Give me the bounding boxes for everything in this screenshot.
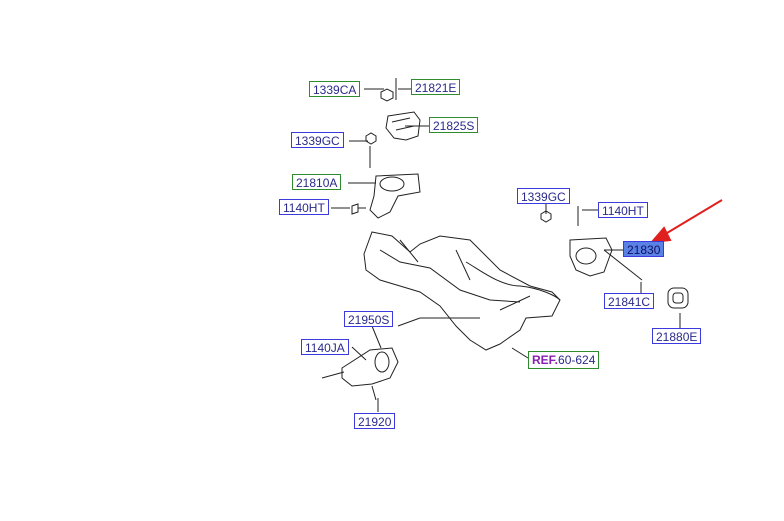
leader-line	[397, 317, 421, 327]
part-label-1140ht-right[interactable]: 1140HT	[598, 202, 648, 218]
bolt-drawing	[371, 385, 377, 401]
roll-rod-drawing	[341, 347, 399, 387]
reference-number: 60-624	[558, 353, 596, 367]
part-label-1339gc-left[interactable]: 1339GC	[291, 132, 344, 148]
mount-bushing-drawing	[575, 247, 597, 265]
part-label-21841c[interactable]: 21841C	[604, 293, 655, 309]
roll-rod-bushing	[374, 351, 390, 373]
nut-drawing	[380, 88, 394, 102]
mount-bracket-detail	[391, 117, 415, 131]
reference-label[interactable]: REF.60-624	[528, 351, 600, 369]
engine-mount-drawing	[369, 173, 421, 219]
transmission-mount-drawing	[569, 237, 613, 277]
part-label-21821e[interactable]: 21821E	[411, 79, 461, 95]
mount-bushing-drawing	[379, 176, 405, 192]
part-label-21825s[interactable]: 21825S	[429, 117, 479, 133]
reference-prefix: REF.	[532, 353, 559, 367]
mount-bracket-drawing	[385, 111, 421, 141]
leader-line	[511, 347, 529, 359]
part-label-21880e[interactable]: 21880E	[652, 328, 702, 344]
nut-drawing	[365, 132, 377, 145]
part-label-1339ca[interactable]: 1339CA	[309, 81, 361, 97]
subframe-drawing	[363, 231, 561, 351]
bolt-drawing	[603, 249, 643, 281]
leader-line	[351, 346, 367, 361]
subframe-rail	[465, 261, 561, 301]
part-label-1339gc-right[interactable]: 1339GC	[517, 188, 570, 204]
bolt-drawing	[321, 371, 345, 379]
subframe-detail	[379, 239, 531, 311]
part-label-21810a[interactable]: 21810A	[292, 174, 342, 190]
part-label-21950s[interactable]: 21950S	[344, 311, 394, 327]
bolt-drawing	[351, 203, 366, 215]
part-label-21830[interactable]: 21830	[623, 241, 665, 257]
part-label-21920[interactable]: 21920	[354, 413, 396, 429]
callout-arrow	[649, 199, 723, 244]
part-label-1140ht-left[interactable]: 1140HT	[279, 199, 329, 215]
nut-drawing	[540, 210, 552, 223]
mount-cap-detail	[672, 292, 684, 304]
part-label-1140ja[interactable]: 1140JA	[301, 339, 349, 355]
mount-cap-drawing	[667, 287, 689, 309]
leader-line	[371, 325, 382, 349]
